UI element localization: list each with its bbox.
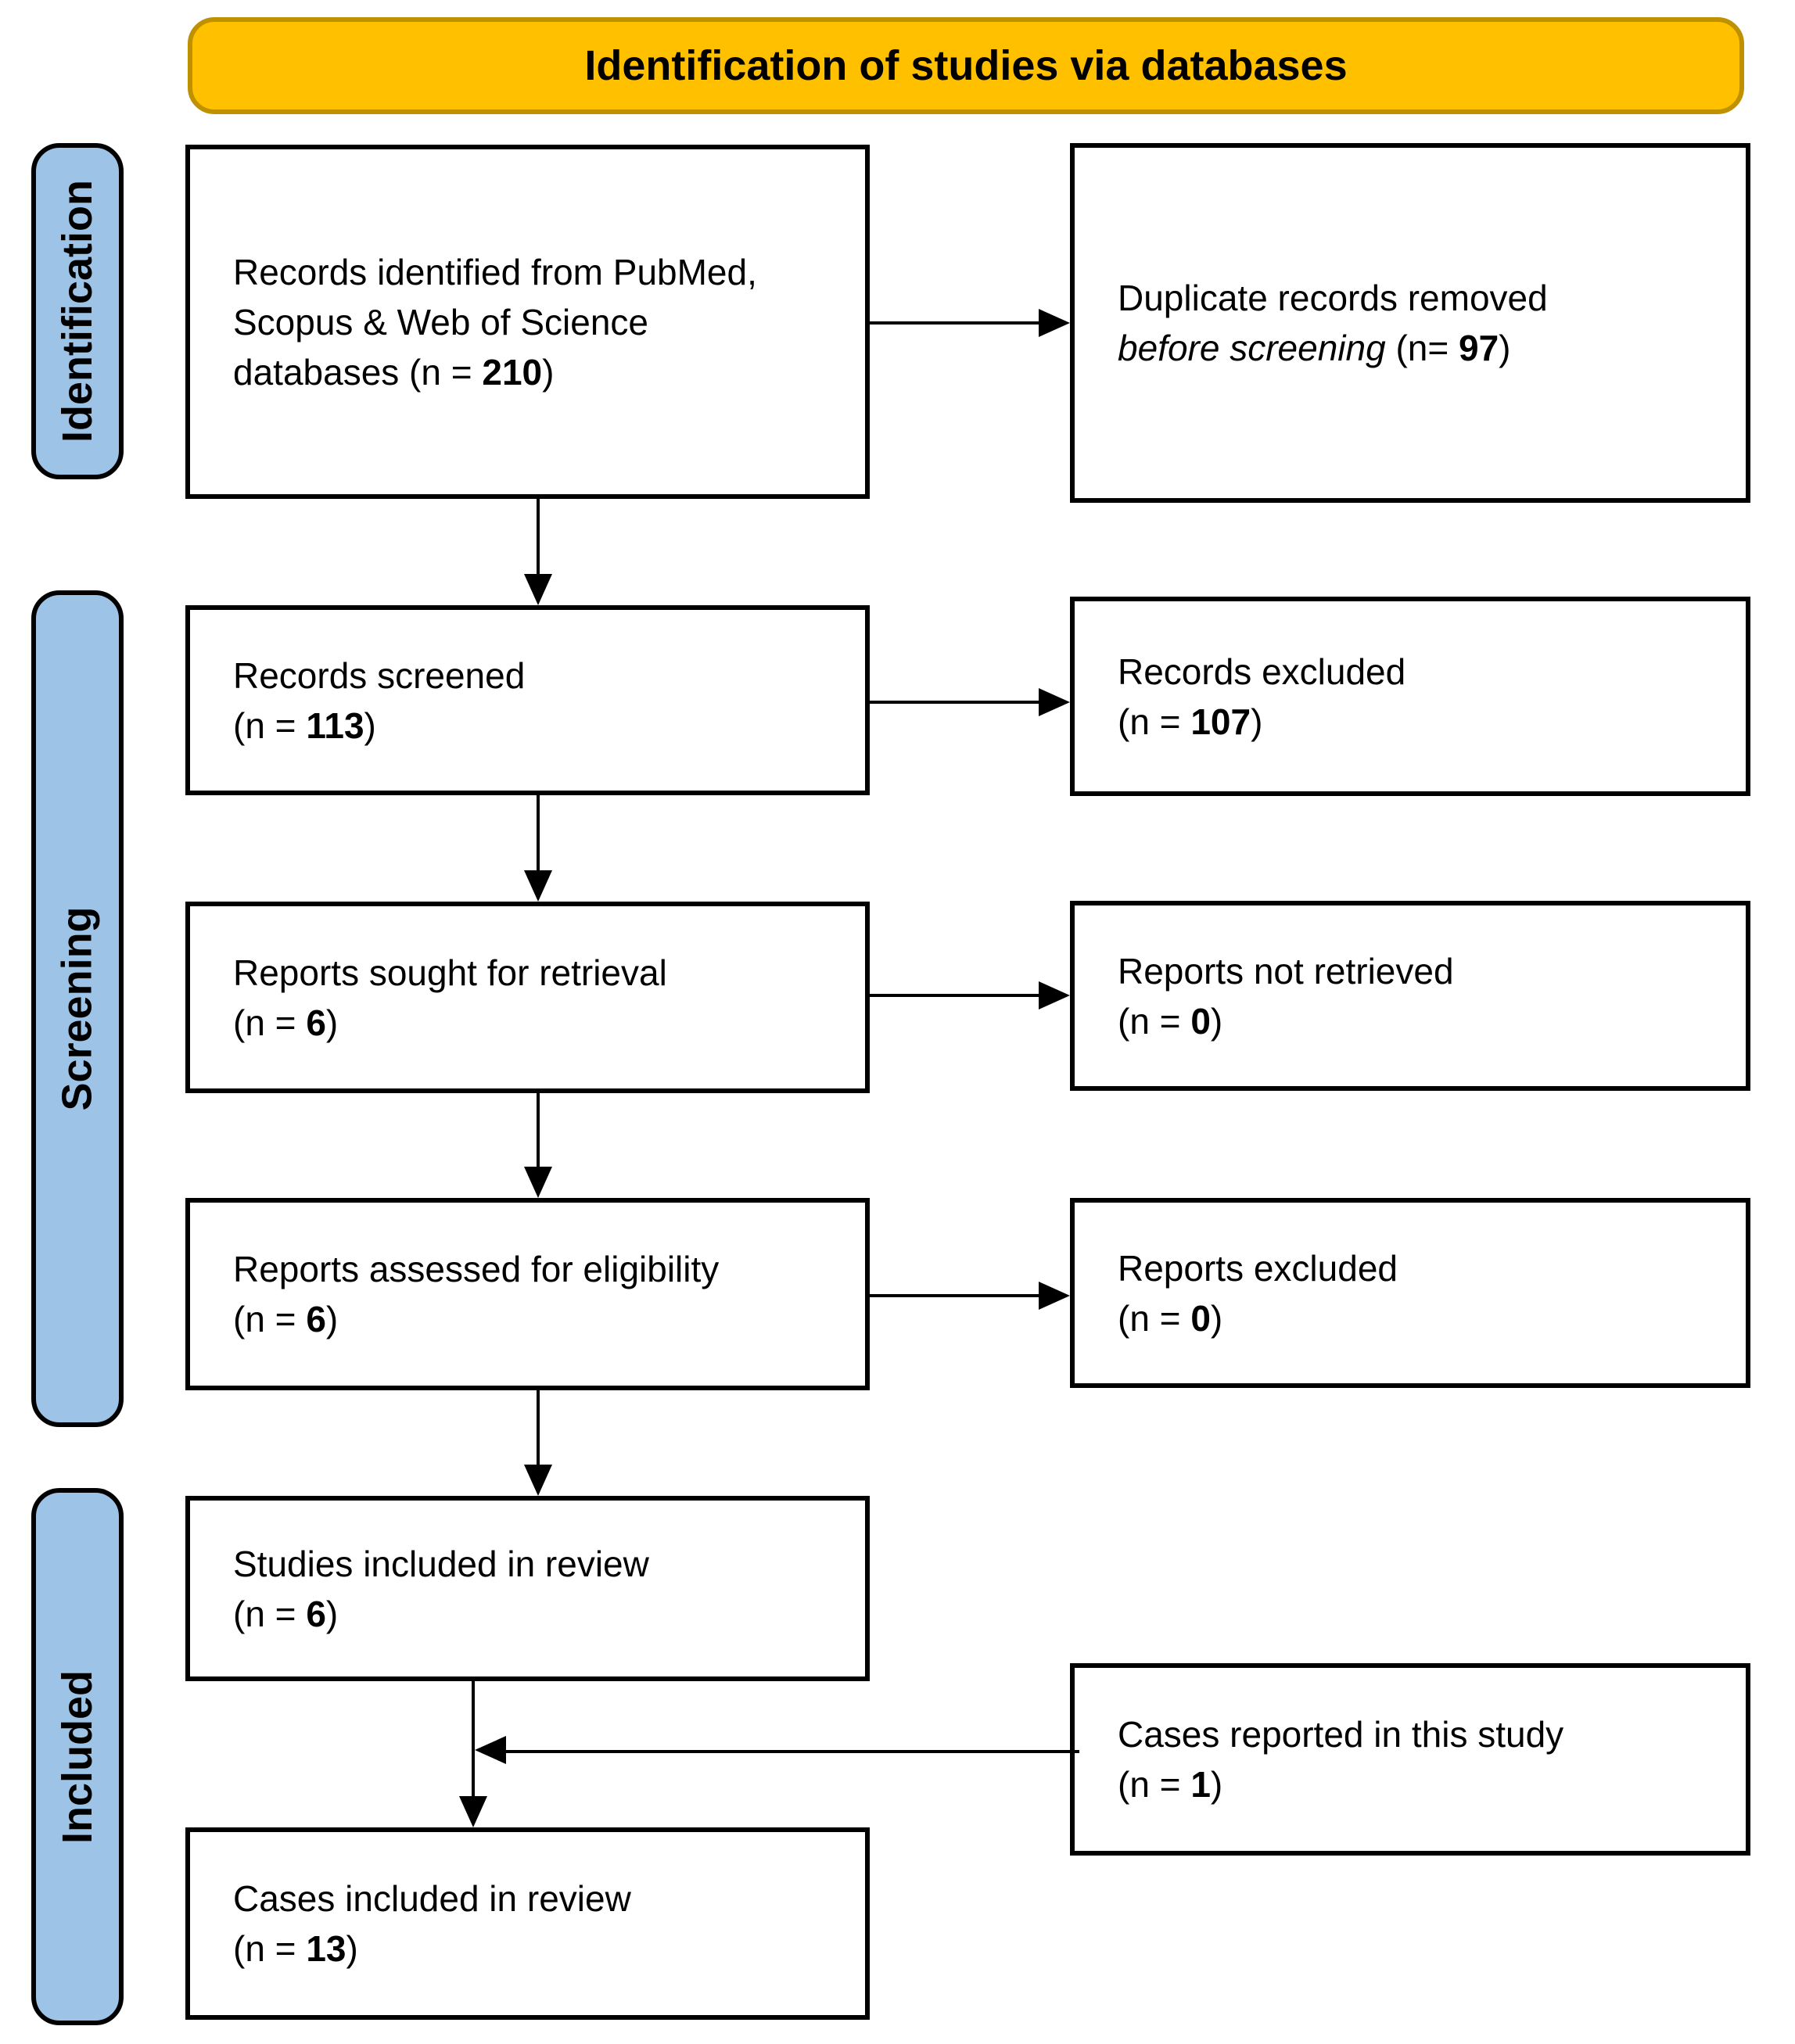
connector-studies-to-cases-arrowhead-icon — [459, 1796, 487, 1827]
connector-sought-to-assessed-line — [537, 1093, 540, 1168]
connector-screened-to-excluded-line — [870, 701, 1039, 704]
box-records-excluded-text: Records excluded (n = 107) — [1118, 651, 1406, 742]
stage-identification: Identification — [31, 143, 124, 479]
box-cases-included: Cases included in review (n = 13) — [185, 1827, 870, 2020]
count-records-identified: 210 — [482, 351, 543, 393]
stage-included-label: Included — [54, 1669, 102, 1844]
stage-included: Included — [31, 1488, 124, 2025]
box-records-identified-text: Records identified from PubMed, Scopus &… — [233, 251, 757, 393]
count-reports-assessed: 6 — [306, 1299, 326, 1339]
count-reports-sought: 6 — [306, 1002, 326, 1043]
connector-casesreported-to-flow-line — [506, 1750, 1079, 1753]
connector-identified-to-screened-line — [537, 499, 540, 577]
box-reports-not-retrieved: Reports not retrieved (n = 0) — [1070, 901, 1750, 1091]
connector-screened-to-sought-arrowhead-icon — [524, 870, 552, 902]
connector-screened-to-excluded-arrowhead-icon — [1039, 688, 1070, 716]
connector-studies-to-cases-line — [472, 1681, 475, 1798]
box-studies-included-text: Studies included in review (n = 6) — [233, 1543, 649, 1634]
connector-assessed-to-reportsexcluded-line — [870, 1294, 1039, 1297]
connector-assessed-to-studies-line — [537, 1390, 540, 1466]
connector-casesreported-to-flow-arrowhead-icon — [475, 1736, 506, 1764]
connector-identified-to-screened-arrowhead-icon — [524, 574, 552, 605]
connector-identified-to-duplicates-arrowhead-icon — [1039, 309, 1070, 337]
connector-sought-to-notretrieved-line — [870, 994, 1039, 997]
banner-title: Identification of studies via databases — [188, 17, 1744, 114]
box-reports-excluded-text: Reports excluded (n = 0) — [1118, 1247, 1398, 1339]
count-cases-reported: 1 — [1190, 1764, 1211, 1805]
box-records-screened: Records screened (n = 113) — [185, 605, 870, 795]
box-reports-sought: Reports sought for retrieval (n = 6) — [185, 902, 870, 1093]
box-reports-excluded: Reports excluded (n = 0) — [1070, 1198, 1750, 1388]
box-records-identified: Records identified from PubMed, Scopus &… — [185, 145, 870, 499]
count-cases-included: 13 — [306, 1928, 346, 1969]
banner-title-text: Identification of studies via databases — [584, 42, 1348, 89]
box-cases-reported: Cases reported in this study (n = 1) — [1070, 1663, 1750, 1856]
count-records-screened: 113 — [306, 705, 364, 746]
box-reports-assessed-text: Reports assessed for eligibility (n = 6) — [233, 1249, 720, 1339]
stage-identification-label: Identification — [54, 180, 101, 443]
box-records-excluded: Records excluded (n = 107) — [1070, 597, 1750, 796]
box-cases-included-text: Cases included in review (n = 13) — [233, 1878, 631, 1969]
box-duplicates-removed: Duplicate records removed before screeni… — [1070, 143, 1750, 503]
count-studies-included: 6 — [306, 1593, 326, 1634]
count-reports-excluded: 0 — [1190, 1297, 1211, 1339]
box-duplicates-removed-text: Duplicate records removed before screeni… — [1118, 278, 1548, 368]
box-reports-assessed: Reports assessed for eligibility (n = 6) — [185, 1198, 870, 1390]
count-reports-not-retrieved: 0 — [1190, 1000, 1211, 1042]
count-records-excluded: 107 — [1190, 701, 1251, 742]
stage-screening: Screening — [31, 590, 124, 1427]
count-duplicates-removed: 97 — [1459, 328, 1499, 368]
box-records-screened-text: Records screened (n = 113) — [233, 654, 526, 746]
box-reports-sought-text: Reports sought for retrieval (n = 6) — [233, 952, 667, 1043]
box-cases-reported-text: Cases reported in this study (n = 1) — [1118, 1714, 1564, 1805]
box-studies-included: Studies included in review (n = 6) — [185, 1496, 870, 1681]
connector-sought-to-notretrieved-arrowhead-icon — [1039, 981, 1070, 1009]
stage-screening-label: Screening — [54, 906, 101, 1111]
connector-assessed-to-studies-arrowhead-icon — [524, 1465, 552, 1496]
connector-assessed-to-reportsexcluded-arrowhead-icon — [1039, 1282, 1070, 1310]
connector-sought-to-assessed-arrowhead-icon — [524, 1167, 552, 1198]
box-reports-not-retrieved-text: Reports not retrieved (n = 0) — [1118, 950, 1454, 1042]
connector-screened-to-sought-line — [537, 795, 540, 872]
connector-identified-to-duplicates-line — [870, 321, 1039, 325]
